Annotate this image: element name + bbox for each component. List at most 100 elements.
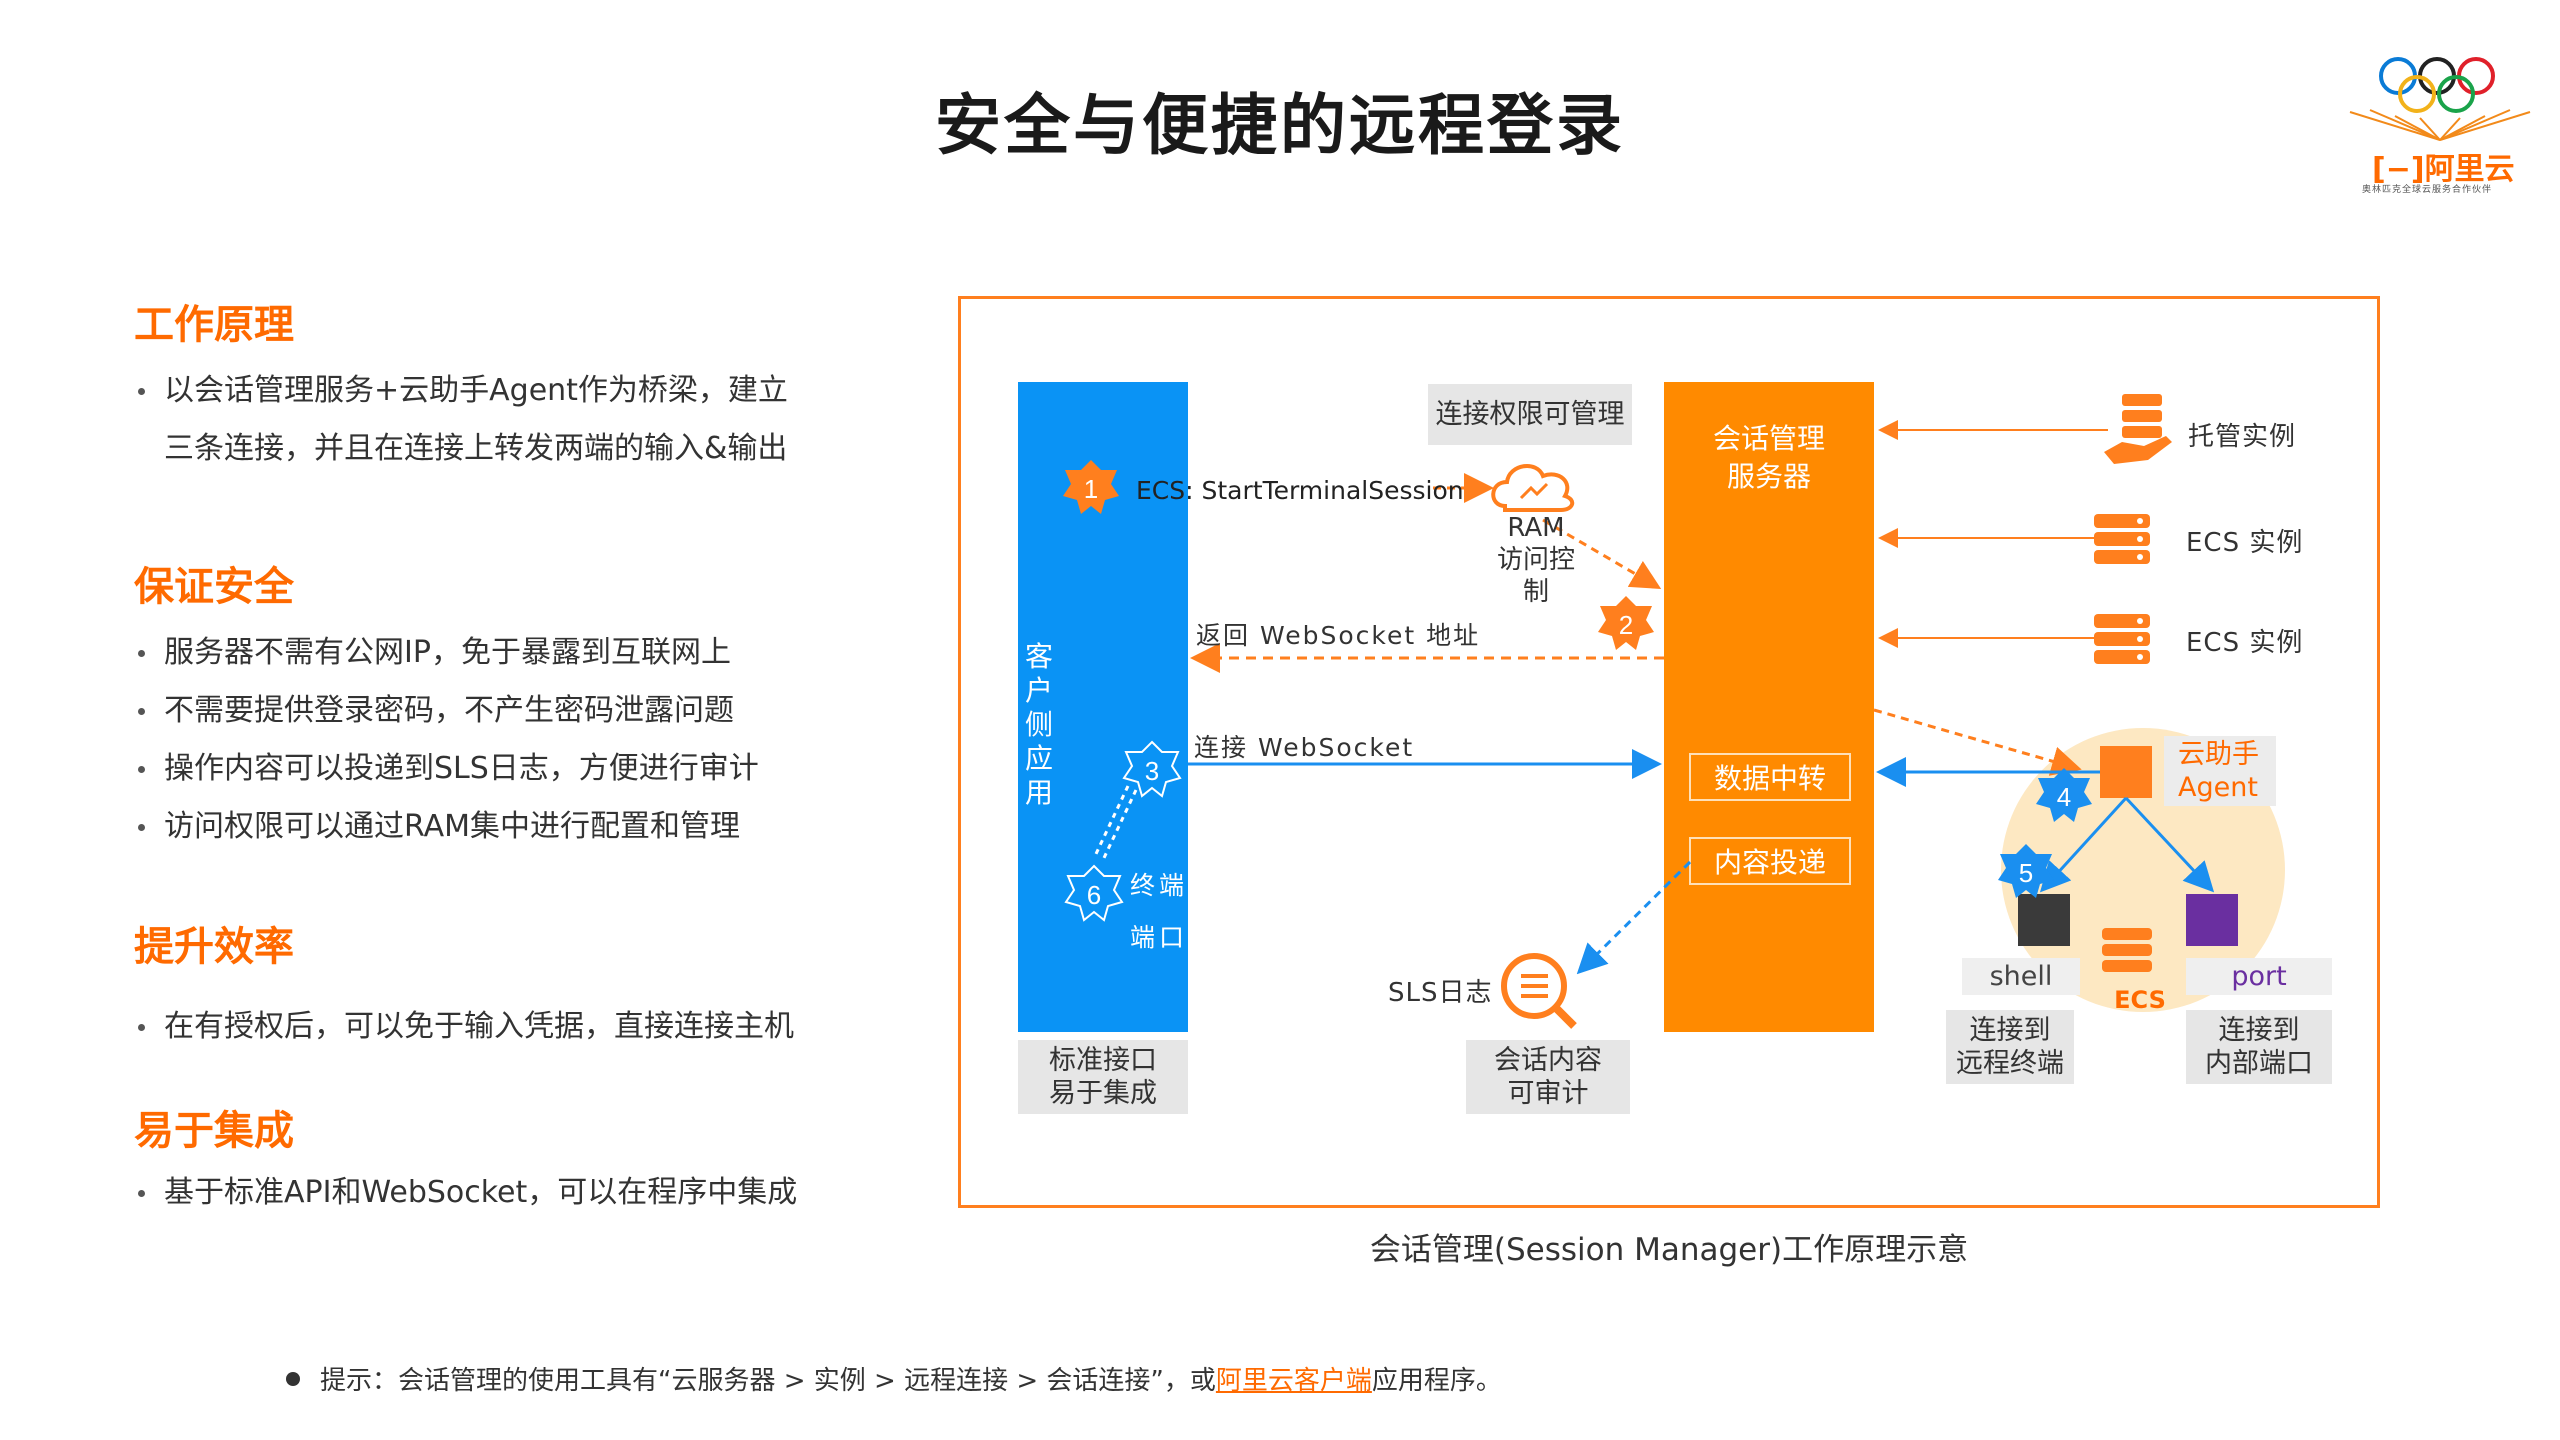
hint-suffix: 应用程序。	[1371, 1366, 1502, 1396]
session-server-line: 会话管理	[1712, 422, 1825, 455]
terminal-link-line	[1093, 785, 1130, 857]
ram-label-line: 访问控制	[1496, 545, 1575, 607]
content-delivery-box	[1689, 837, 1851, 885]
bullet-continuation: 三条连接，并且在连接上转发两端的输入&输出	[164, 431, 788, 466]
step-number: 5	[2019, 858, 2033, 888]
agent-label-box: 云助手 Agent	[2164, 736, 2276, 806]
bullet-item: 操作内容可以投递到SLS日志，方便进行审计	[134, 740, 759, 798]
diagram-frame	[958, 296, 2380, 1208]
sls-log-label: SLS日志	[1388, 978, 1493, 1008]
step-badge-6	[1064, 864, 1124, 922]
data-relay-box	[1689, 753, 1851, 801]
ecs-instance-label: ECS 实例	[2186, 528, 2304, 558]
step-badge-1	[1063, 460, 1119, 514]
logo-wordmark: [−]阿里云	[2372, 144, 2515, 188]
agent-to-port-arrow	[2124, 796, 2215, 893]
agent-label-line: 云助手	[2178, 739, 2259, 770]
section-efficiency: 提升效率 在有授权后，可以免于输入凭据，直接连接主机	[134, 914, 794, 1056]
ecs-server-icon	[2094, 514, 2150, 564]
step-badge-4	[2036, 768, 2092, 822]
agent-to-shell-arrow	[2039, 796, 2128, 893]
client-note-line: 标准接口	[1049, 1045, 1157, 1076]
section-working-principle: 工作原理 以会话管理服务+云助手Agent作为桥梁，建立 三条连接，并且在连接上…	[134, 292, 788, 478]
bullet-item: 服务器不需有公网IP，免于暴露到互联网上	[134, 624, 759, 682]
olympic-rings-icon	[2349, 57, 2531, 141]
inner-port-box: 连接到 内部端口	[2186, 1010, 2332, 1084]
bullet-item: 不需要提供登录密码，不产生密码泄露问题	[134, 682, 759, 740]
server-to-agent-arrow	[1873, 708, 2082, 776]
shell-box	[2018, 894, 2070, 946]
bullet-item: 基于标准API和WebSocket，可以在程序中集成	[134, 1164, 797, 1222]
permission-box: 连接权限可管理	[1428, 384, 1632, 445]
section-heading: 工作原理	[134, 302, 294, 348]
step-number: 6	[1087, 880, 1101, 910]
step-badge-3	[1122, 740, 1182, 798]
agent-box	[2100, 746, 2152, 798]
session-manager-diagram: 1 2 3 4 5 6	[1018, 382, 2285, 1032]
session-server-block	[1664, 382, 1874, 1032]
port-connect-label: 端口连接	[1130, 923, 1247, 952]
page-title: 安全与便捷的远程登录	[935, 87, 1625, 164]
section-security: 保证安全 服务器不需有公网IP，免于暴露到互联网上 不需要提供登录密码，不产生密…	[134, 554, 759, 856]
aliyun-client-link[interactable]: 阿里云客户端	[1215, 1366, 1372, 1396]
data-relay-label: 数据中转	[1713, 762, 1826, 795]
alibaba-cloud-logo: [−]阿里云 奥林匹克全球云服务合作伙伴	[2340, 40, 2540, 200]
audit-note-line: 会话内容	[1494, 1045, 1602, 1076]
section-heading: 保证安全	[134, 564, 294, 610]
ecs-small-icon	[2102, 928, 2152, 972]
shell-label: shell	[1962, 958, 2080, 995]
inner-port-line: 连接到	[2218, 1015, 2300, 1046]
step-number: 3	[1145, 756, 1159, 786]
bullet-item: 在有授权后，可以免于输入凭据，直接连接主机	[134, 998, 794, 1056]
managed-instance-label: 托管实例	[2188, 422, 2297, 452]
audit-note-box: 会话内容 可审计	[1466, 1040, 1630, 1114]
ram-label: RAM 访问控制	[1486, 512, 1586, 608]
port-label: port	[2186, 958, 2332, 995]
section-heading: 提升效率	[134, 924, 294, 970]
hint-text: 提示：会话管理的使用工具有“云服务器 > 实例 > 远程连接 > 会话连接”，或	[320, 1366, 1216, 1396]
logo-tagline: 奥林匹克全球云服务合作伙伴	[2362, 185, 2493, 195]
step-number: 1	[1084, 474, 1098, 504]
ram-label-line: RAM	[1507, 513, 1565, 543]
audit-note-line: 可审计	[1507, 1078, 1589, 1109]
client-note-box: 标准接口 易于集成	[1018, 1040, 1188, 1114]
section-heading: 易于集成	[134, 1108, 294, 1154]
step-badge-5	[1998, 844, 2054, 898]
ecs-label: ECS	[2114, 986, 2166, 1014]
diagram-caption: 会话管理(Session Manager)工作原理示意	[1369, 1232, 1969, 1268]
remote-terminal-line: 连接到	[1969, 1015, 2051, 1046]
section-integration: 易于集成 基于标准API和WebSocket，可以在程序中集成	[134, 1098, 797, 1222]
terminal-link-line	[1101, 789, 1138, 861]
port-box	[2186, 894, 2238, 946]
bullet-item: 访问权限可以通过RAM集中进行配置和管理	[134, 798, 759, 856]
footer-hint: 提示：会话管理的使用工具有“云服务器 > 实例 > 远程连接 > 会话连接”，或…	[286, 1360, 1502, 1397]
step-badge-2	[1598, 596, 1654, 650]
bullet-dot-icon	[286, 1371, 300, 1386]
agent-label-line: Agent	[2178, 772, 2258, 803]
managed-instance-icon	[2104, 394, 2172, 464]
ecs-instance-label: ECS 实例	[2186, 628, 2304, 658]
client-note-line: 易于集成	[1049, 1078, 1157, 1109]
return-websocket-label: 返回 WebSocket 地址	[1196, 621, 1481, 650]
session-server-label: 会话管理 服务器	[1664, 420, 1874, 496]
terminal-program-label: 终端程序	[1130, 871, 1247, 900]
step-number: 2	[1619, 610, 1633, 640]
start-session-label: ECS: StartTerminalSession	[1136, 476, 1464, 505]
client-app-label: 客户侧应用	[1024, 640, 1053, 809]
connect-websocket-label: 连接 WebSocket	[1194, 733, 1415, 762]
bullet-item: 以会话管理服务+云助手Agent作为桥梁，建立	[134, 362, 788, 420]
ram-to-server-arrow	[1542, 518, 1662, 590]
remote-terminal-line: 远程终端	[1956, 1048, 2064, 1079]
content-delivery-label: 内容投递	[1713, 846, 1826, 879]
step-number: 4	[2057, 782, 2071, 812]
ram-cloud-icon	[1491, 464, 1575, 512]
inner-port-line: 内部端口	[2205, 1048, 2313, 1079]
logo-text: 阿里云	[2424, 152, 2515, 187]
remote-terminal-box: 连接到 远程终端	[1946, 1010, 2074, 1084]
logo-bracket-icon: [−]	[2372, 152, 2425, 187]
ecs-server-icon	[2094, 614, 2150, 664]
session-server-line: 服务器	[1726, 460, 1811, 493]
sls-log-icon	[1501, 953, 1577, 1029]
step1-api-label: ECS: StartTerminalSession	[1136, 476, 1464, 505]
server-to-sls-arrow	[1576, 860, 1692, 975]
